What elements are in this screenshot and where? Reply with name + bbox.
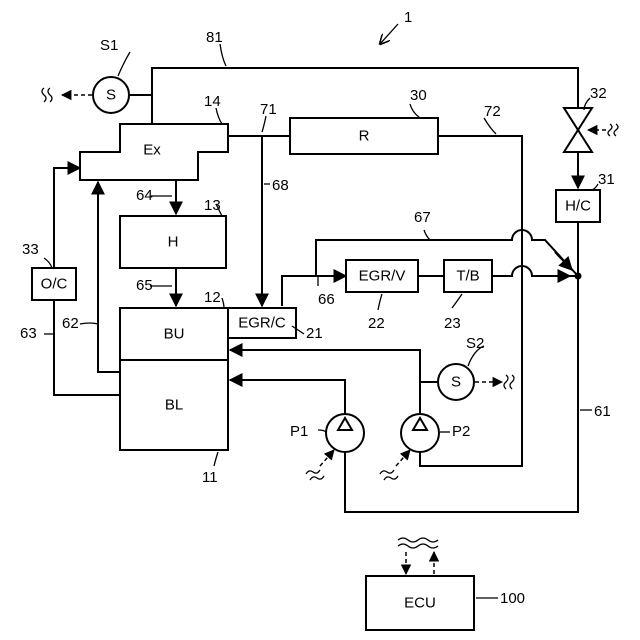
bu-label: BU — [164, 326, 185, 343]
ref-1: 1 — [404, 9, 412, 26]
ref-68: 68 — [272, 177, 289, 194]
ref-30: 30 — [410, 87, 427, 104]
pipe-72 — [420, 136, 522, 466]
tb-label: T/B — [456, 268, 479, 285]
pipe-63-top — [54, 168, 80, 268]
ref-33: 33 — [22, 241, 39, 258]
ecu-wave-icon — [398, 538, 438, 548]
ref-21: 21 — [306, 325, 323, 342]
egrc-label: EGR/C — [238, 315, 286, 332]
ref-22: 22 — [368, 315, 385, 332]
s1-label: S — [106, 87, 116, 104]
bl-label: BL — [165, 397, 183, 414]
pump-p1-icon — [326, 414, 364, 452]
ref-81: 81 — [206, 29, 223, 46]
arrow-67-junction — [555, 252, 572, 270]
oc-label: O/C — [41, 276, 68, 293]
ref-72: 72 — [484, 103, 501, 120]
pipe-p1-bl — [230, 380, 345, 414]
ref-61: 61 — [594, 403, 611, 420]
ref-66: 66 — [318, 291, 335, 308]
pipe-tb-junction — [492, 266, 578, 276]
ref-14: 14 — [204, 93, 221, 110]
p2-signal — [396, 450, 410, 466]
p1-signal — [320, 450, 334, 466]
ref-11: 11 — [202, 469, 218, 486]
s2-label: S — [451, 374, 461, 391]
pipe-62 — [98, 182, 120, 372]
s1-wave-icon — [42, 88, 52, 102]
ref-65: 65 — [136, 277, 153, 294]
ref-67: 67 — [414, 209, 431, 226]
ref-23: 23 — [444, 315, 461, 332]
ref-100: 100 — [500, 590, 525, 607]
hc-label: H/C — [565, 198, 591, 215]
radiator-label: R — [359, 128, 370, 145]
valve-32-icon — [564, 108, 592, 152]
ref-71: 71 — [260, 101, 277, 118]
ecu-label: ECU — [404, 595, 436, 612]
p1-wave-icon — [306, 470, 324, 480]
ref-p2: P2 — [452, 423, 470, 440]
system-pointer — [380, 24, 398, 44]
ref-64: 64 — [136, 187, 153, 204]
ref-s1: S1 — [100, 37, 118, 54]
ref-13: 13 — [204, 197, 221, 214]
s2-wave-icon — [504, 375, 514, 389]
ref-31: 31 — [598, 171, 615, 188]
p2-wave-icon — [380, 470, 398, 480]
ref-62: 62 — [62, 315, 79, 332]
pipe-p2-bu — [230, 350, 420, 414]
ref-63: 63 — [20, 325, 37, 342]
valve-wave-icon — [608, 124, 618, 136]
egrv-label: EGR/V — [359, 268, 406, 285]
ref-s2: S2 — [466, 335, 484, 352]
ref-32: 32 — [590, 85, 607, 102]
ref-p1: P1 — [290, 423, 308, 440]
pipe-66 — [282, 276, 346, 306]
junction-dot — [575, 273, 582, 280]
ref-12: 12 — [204, 289, 221, 306]
ex-label: Ex — [143, 142, 161, 159]
pump-p2-icon — [401, 414, 439, 452]
heater-label: H — [168, 234, 179, 251]
